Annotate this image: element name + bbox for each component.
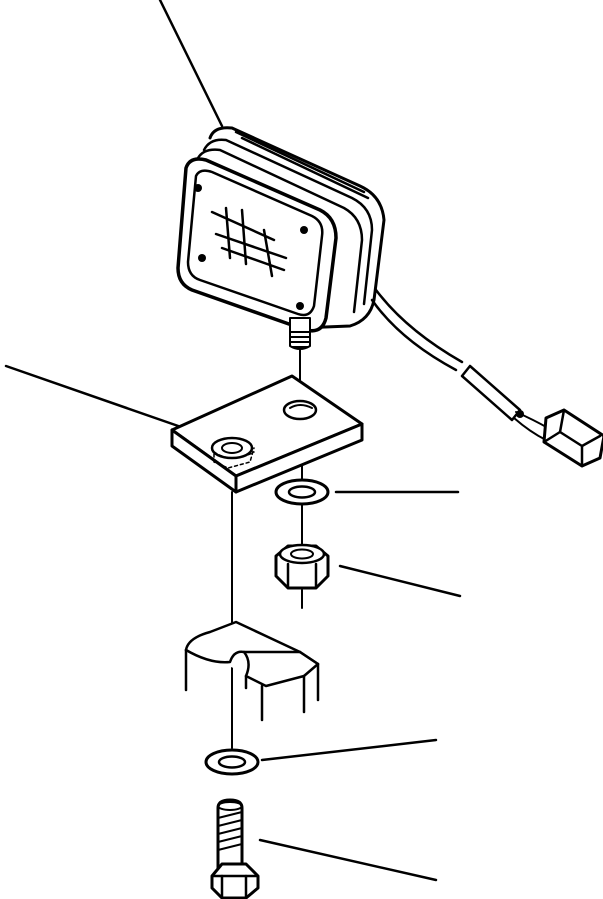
leader-line-washer-lower — [260, 738, 438, 762]
wire-splice — [516, 410, 524, 418]
bezel-screw — [198, 254, 206, 262]
bezel-screw — [300, 226, 308, 234]
weld-nut — [210, 436, 255, 469]
lamp-mounting-stud — [289, 317, 311, 350]
work-lamp — [176, 126, 386, 350]
leader-line-nut — [338, 564, 462, 598]
lens-grid-line — [210, 210, 276, 242]
bezel-screw — [194, 184, 202, 192]
bezel-screw — [296, 302, 304, 310]
bracket — [184, 620, 320, 722]
washer-upper — [274, 478, 330, 506]
leader-line-bolt — [258, 838, 438, 882]
lens-grid-line — [220, 246, 286, 272]
leader-line-plate — [4, 364, 186, 430]
mounting-plate — [170, 374, 364, 494]
lens-grid-line — [214, 232, 288, 260]
bolt — [210, 798, 260, 899]
leader-line-lamp — [158, 0, 224, 128]
wire-connector — [370, 288, 603, 468]
washer-lower — [204, 748, 260, 776]
nut — [274, 543, 330, 590]
